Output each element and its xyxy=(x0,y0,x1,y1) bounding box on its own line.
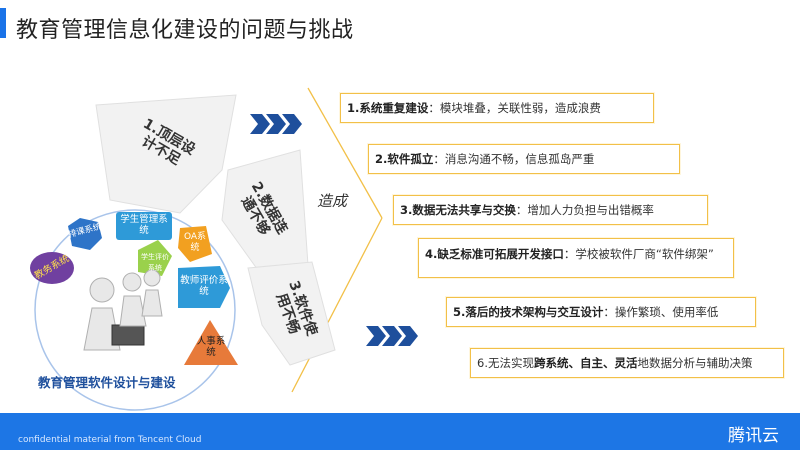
academic-ellipse xyxy=(30,252,74,284)
student-mgmt-box xyxy=(116,212,172,240)
confidential-note: confidential material from Tencent Cloud xyxy=(18,435,202,445)
problem-bold-4: 4.缺乏标准可拓展开发接口 xyxy=(425,247,564,261)
tencent-cloud-logo: 腾讯云 xyxy=(728,426,779,446)
problem-item-2: 2.软件孤立：消息沟通不畅，信息孤岛严重 xyxy=(368,144,680,174)
title-accent-bar xyxy=(0,8,6,38)
boundary-line-top xyxy=(307,87,383,219)
label-oa: OA系统 xyxy=(183,232,207,253)
problem-text-6b: 地数据分析与辅助决策 xyxy=(637,356,753,370)
label-hr: 人事系统 xyxy=(196,336,226,358)
problem-text-1: ：模块堆叠，关联性弱，造成浪费 xyxy=(428,101,601,115)
problem-item-1: 1.系统重复建设：模块堆叠，关联性弱，造成浪费 xyxy=(340,93,654,123)
problem-item-4: 4.缺乏标准可拓展开发接口：学校被软件厂商“软件绑架” xyxy=(418,238,734,278)
circle-title: 教育管理软件设计与建设 xyxy=(38,375,176,390)
label-teacher-eval: 教师评价系统 xyxy=(180,275,228,297)
page-title: 教育管理信息化建设的问题与挑战 xyxy=(16,18,354,43)
label-student-eval: 学生评价系统 xyxy=(141,253,169,272)
problem-item-3: 3.数据无法共享与交换：增加人力负担与出错概率 xyxy=(393,195,708,225)
oa-shape xyxy=(178,226,212,262)
problem-bold-5: 5.落后的技术架构与交互设计 xyxy=(453,305,604,319)
student-eval-pentagon xyxy=(138,240,172,276)
footer-bar xyxy=(0,413,800,450)
boundary-line-bottom xyxy=(291,217,383,393)
problem-bold-1: 1.系统重复建设 xyxy=(347,101,429,115)
problem-bold-2: 2.软件孤立 xyxy=(375,152,434,166)
course-hexagon xyxy=(68,218,102,250)
pillar-card-1 xyxy=(95,94,237,214)
problem-item-5: 5.落后的技术架构与交互设计：操作繁琐、使用率低 xyxy=(446,297,756,327)
problem-bold-3: 3.数据无法共享与交换 xyxy=(400,203,516,217)
arrow-1 xyxy=(250,114,302,134)
staff-figures xyxy=(83,269,163,351)
label-student-mgmt: 学生管理系统 xyxy=(120,214,168,236)
problem-text-2: ：消息沟通不畅，信息孤岛严重 xyxy=(433,152,595,166)
arrow-2 xyxy=(366,326,418,346)
problem-text-6a: 6.无法实现 xyxy=(477,356,534,370)
problem-text-3: ：增加人力负担与出错概率 xyxy=(515,203,654,217)
hr-triangle xyxy=(184,320,238,365)
pillar-card-3 xyxy=(247,261,336,366)
problem-text-5: ：操作繁琐、使用率低 xyxy=(603,305,719,319)
problem-text-4: ：学校被软件厂商“软件绑架” xyxy=(563,247,714,261)
teacher-eval-shape xyxy=(178,266,230,308)
problem-bold-6: 跨系统、自主、灵活 xyxy=(533,356,638,370)
problem-item-6: 6.无法实现跨系统、自主、灵活地数据分析与辅助决策 xyxy=(470,348,784,378)
cause-label: 造成 xyxy=(317,192,348,210)
